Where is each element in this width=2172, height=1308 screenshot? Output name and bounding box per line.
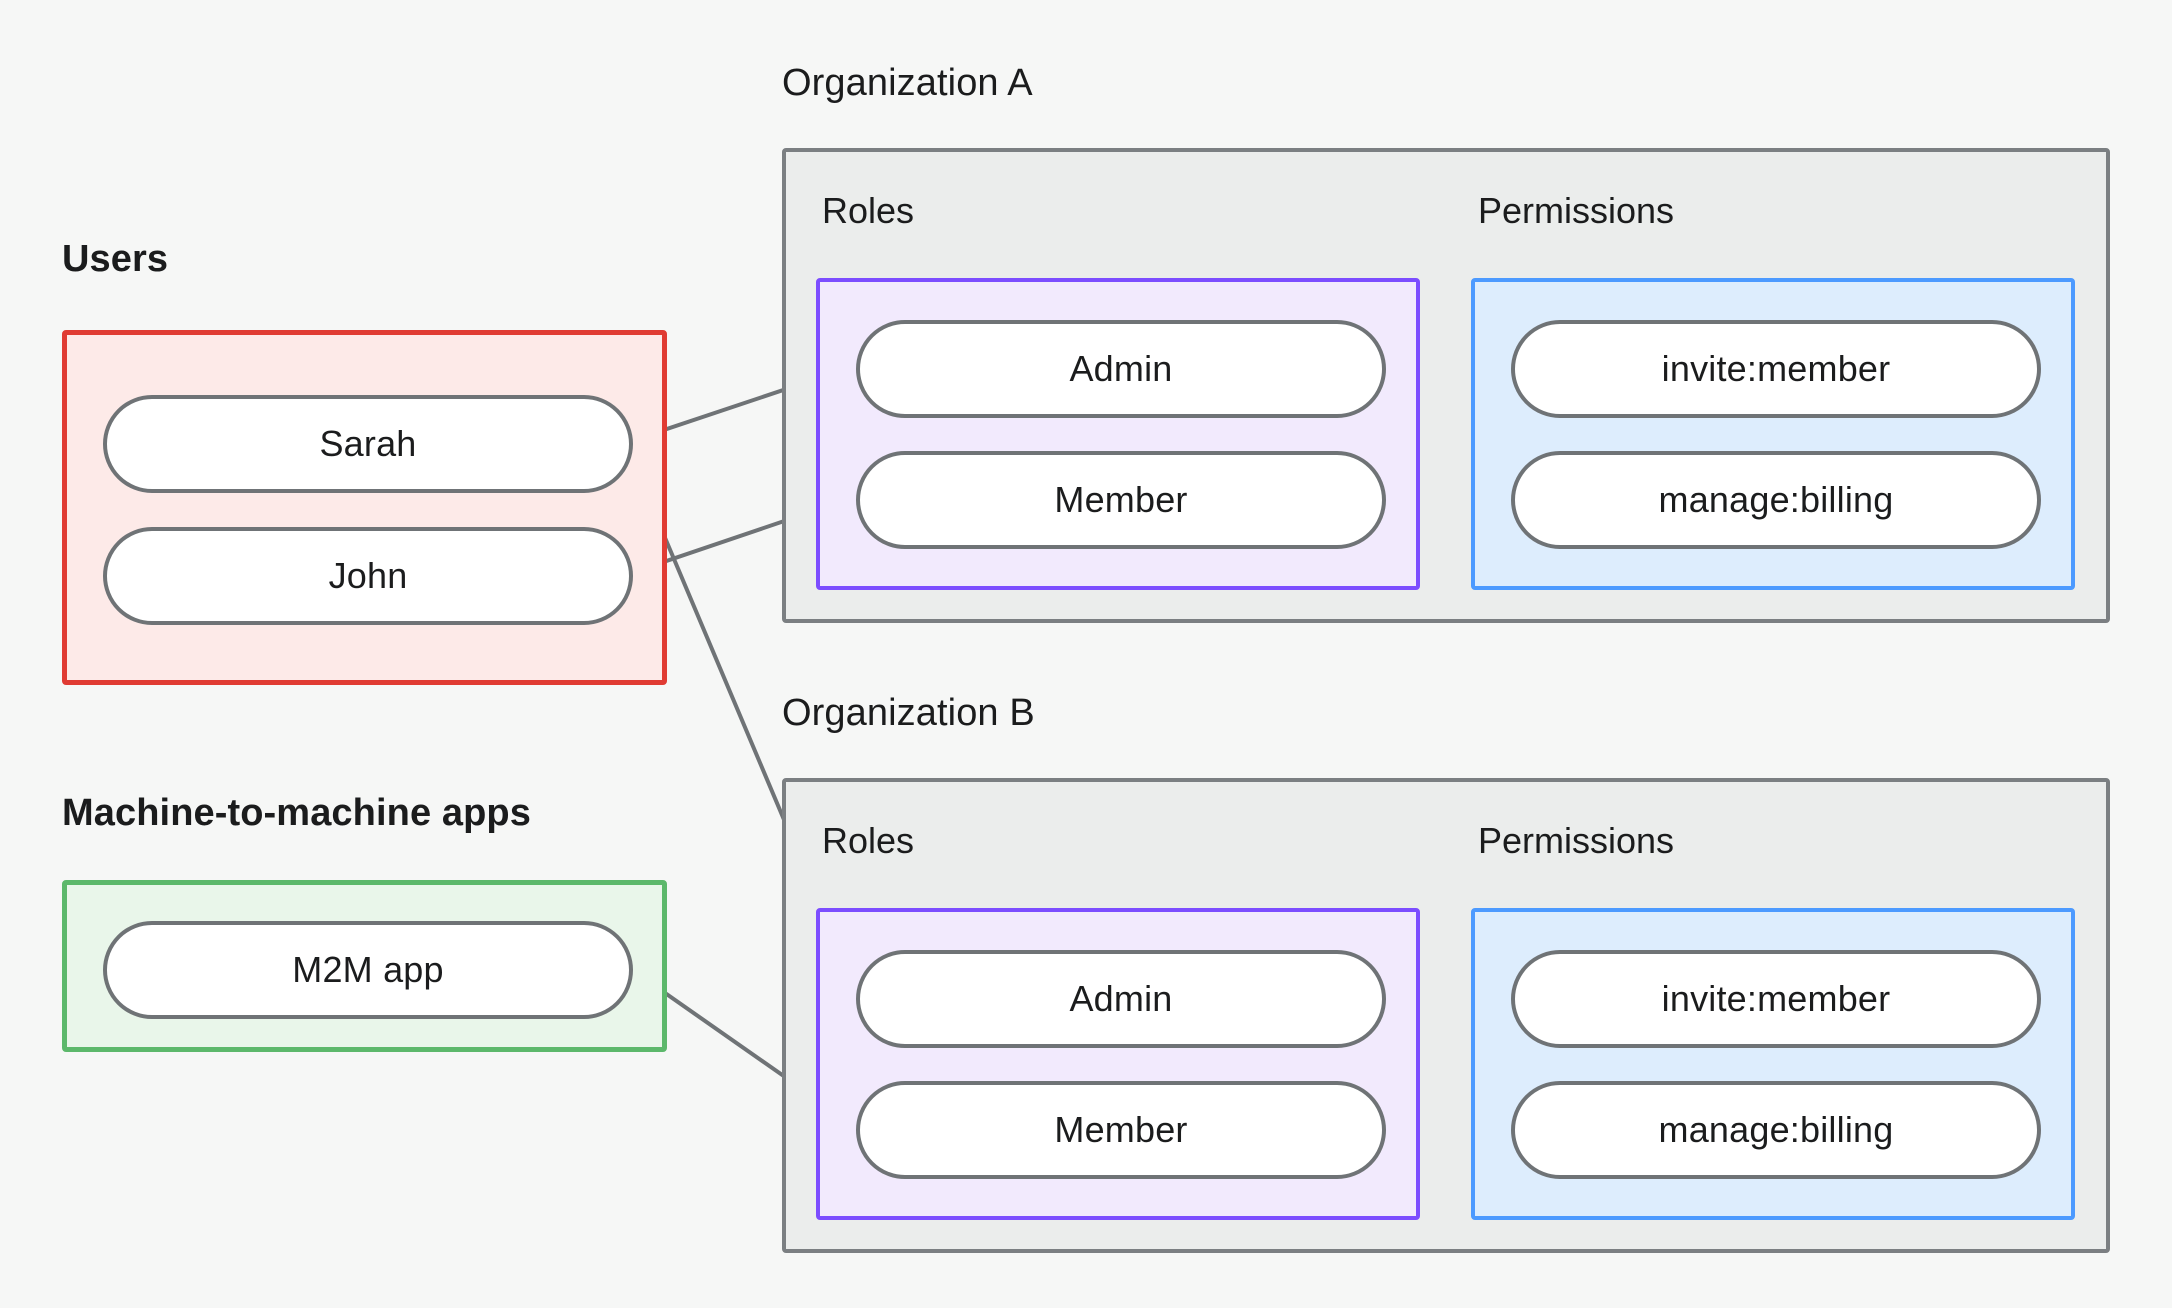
org-a-permissions-title: Permissions [1478, 190, 1675, 231]
org-b-roles-title: Roles [822, 820, 915, 861]
org-b-role-admin[interactable]: Admin [856, 950, 1386, 1048]
org-a-role-admin[interactable]: Admin [856, 320, 1386, 418]
org-b-permissions-container: invite:member manage:billing [1471, 908, 2075, 1220]
org-a-roles-title: Roles [822, 190, 915, 231]
users-section-title: Users [62, 238, 169, 280]
org-b-permissions-title: Permissions [1478, 820, 1675, 861]
org-a-permission-invite-member[interactable]: invite:member [1511, 320, 2041, 418]
m2m-node-app[interactable]: M2M app [103, 921, 633, 1019]
user-node-john[interactable]: John [103, 527, 633, 625]
m2m-section-title: Machine-to-machine apps [62, 792, 531, 834]
org-a-role-member[interactable]: Member [856, 451, 1386, 549]
org-b-role-member[interactable]: Member [856, 1081, 1386, 1179]
org-a-roles-container: Admin Member [816, 278, 1420, 590]
users-container: Sarah John [62, 330, 667, 685]
org-a-permission-manage-billing[interactable]: manage:billing [1511, 451, 2041, 549]
org-a-permissions-container: invite:member manage:billing [1471, 278, 2075, 590]
org-a-title: Organization A [782, 62, 1033, 104]
user-node-sarah[interactable]: Sarah [103, 395, 633, 493]
m2m-container: M2M app [62, 880, 667, 1052]
org-b-roles-container: Admin Member [816, 908, 1420, 1220]
org-b-permission-invite-member[interactable]: invite:member [1511, 950, 2041, 1048]
org-b-title: Organization B [782, 692, 1035, 734]
org-b-permission-manage-billing[interactable]: manage:billing [1511, 1081, 2041, 1179]
org-b-container: Roles Admin Member Permissions invite:me… [782, 778, 2110, 1253]
org-a-container: Roles Admin Member Permissions invite:me… [782, 148, 2110, 623]
